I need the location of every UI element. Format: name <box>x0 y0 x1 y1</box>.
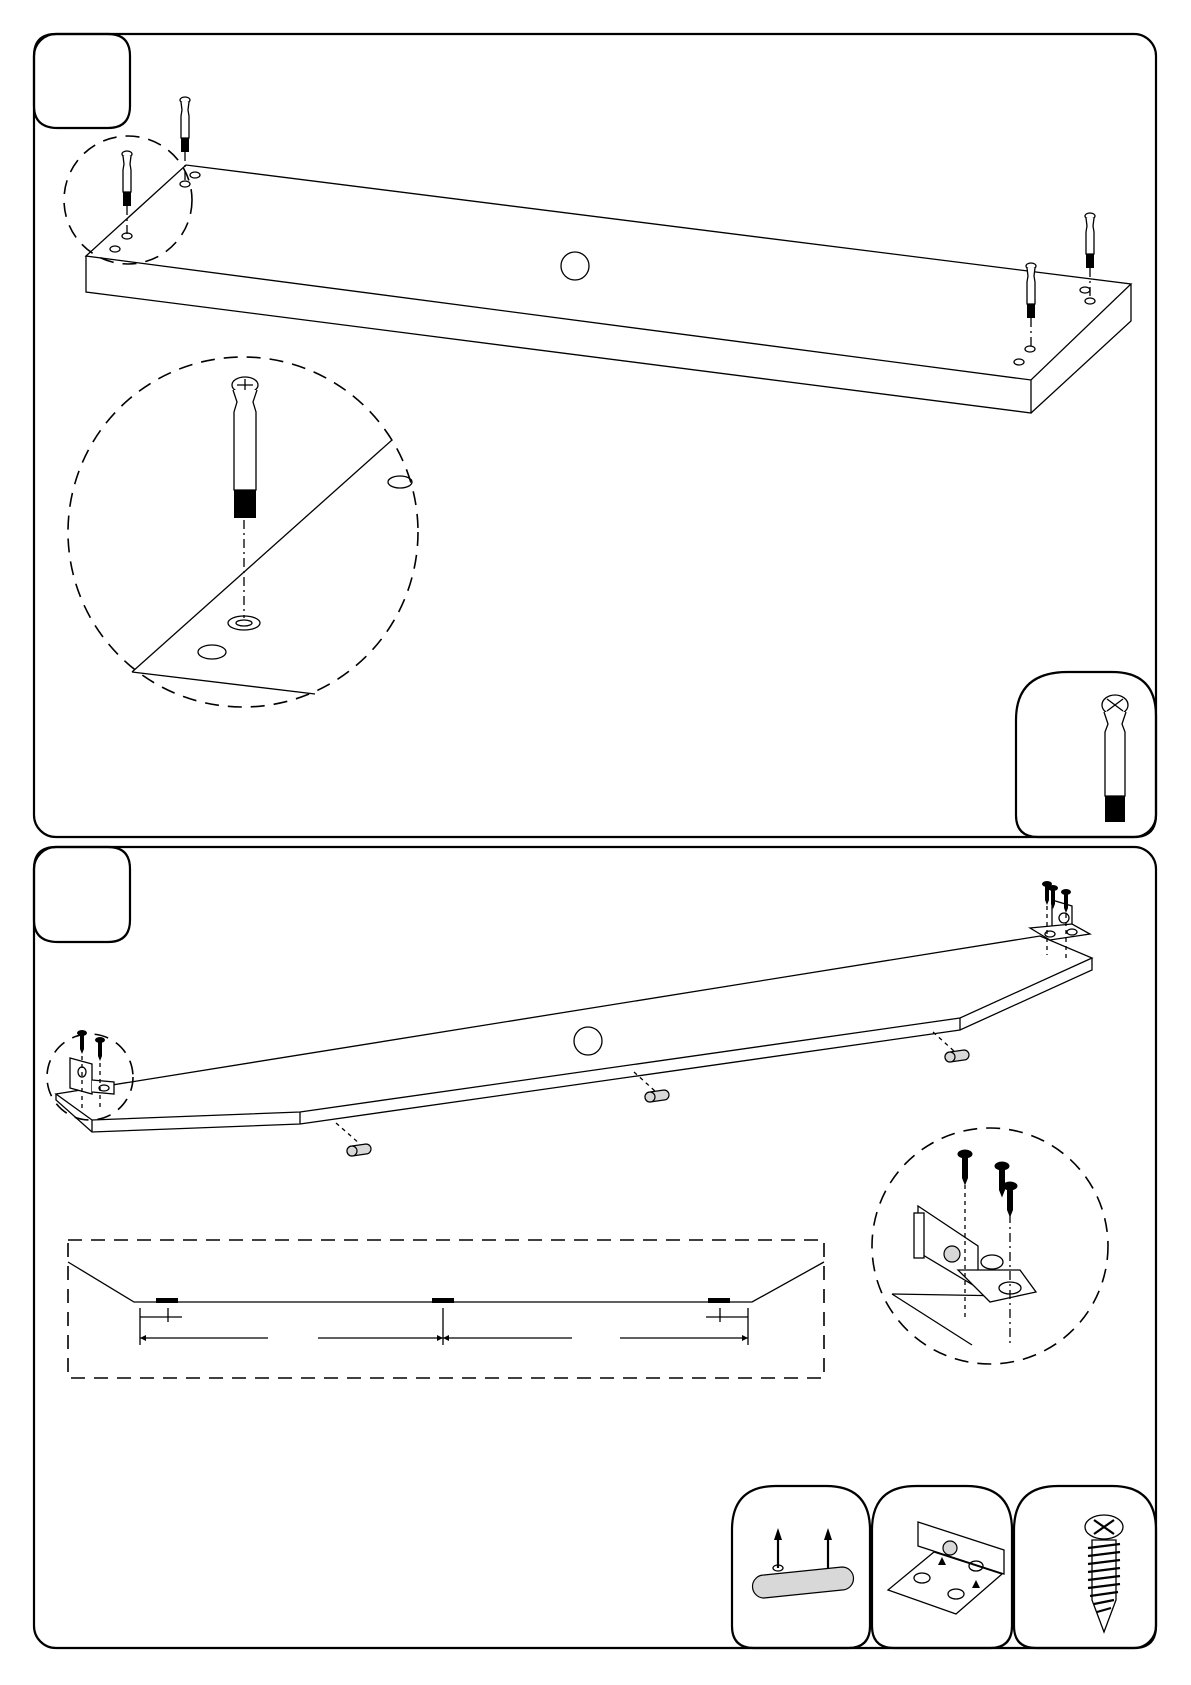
glide-spacing-diagram <box>68 1240 824 1378</box>
detail-callout-large <box>68 357 418 707</box>
step-2-frame <box>34 847 1156 1648</box>
step-2-panel <box>34 847 1156 1648</box>
part-box-glide-pad <box>732 1486 870 1648</box>
cam-bolt-4 <box>1085 213 1095 268</box>
glide-pad-icon <box>753 1528 854 1598</box>
part-box-cam-bolt <box>1016 672 1156 837</box>
part-box-corner-bracket <box>872 1486 1012 1648</box>
cam-bolt-1 <box>180 97 190 152</box>
glide-3 <box>945 1050 969 1062</box>
step-1-number-badge <box>34 34 130 128</box>
part-box-wood-screw <box>1014 1486 1156 1648</box>
cam-bolt-icon <box>1102 695 1128 822</box>
bracket-left <box>70 1058 114 1094</box>
step-1-panel <box>34 34 1156 837</box>
screw-right-1 <box>1042 881 1052 905</box>
screw-left-2 <box>95 1037 105 1061</box>
step-1-frame <box>34 34 1156 837</box>
glide-1 <box>347 1144 371 1156</box>
cam-bolt-2 <box>122 151 132 206</box>
shelf-board-step-1 <box>86 165 1131 413</box>
cam-bolt-enlarged <box>232 377 258 518</box>
corner-bracket-icon <box>888 1522 1004 1614</box>
bracket-right <box>1030 900 1090 940</box>
grommet-hole-2 <box>574 1027 602 1055</box>
shelf-board-step-2 <box>56 936 1092 1132</box>
cam-bolt-3 <box>1026 263 1036 318</box>
step-2-number-badge <box>34 847 130 942</box>
grommet-hole <box>561 252 589 280</box>
wood-screw-icon <box>1085 1515 1123 1632</box>
glide-2 <box>645 1090 669 1102</box>
detail-callout-bracket-large <box>872 1128 1108 1364</box>
